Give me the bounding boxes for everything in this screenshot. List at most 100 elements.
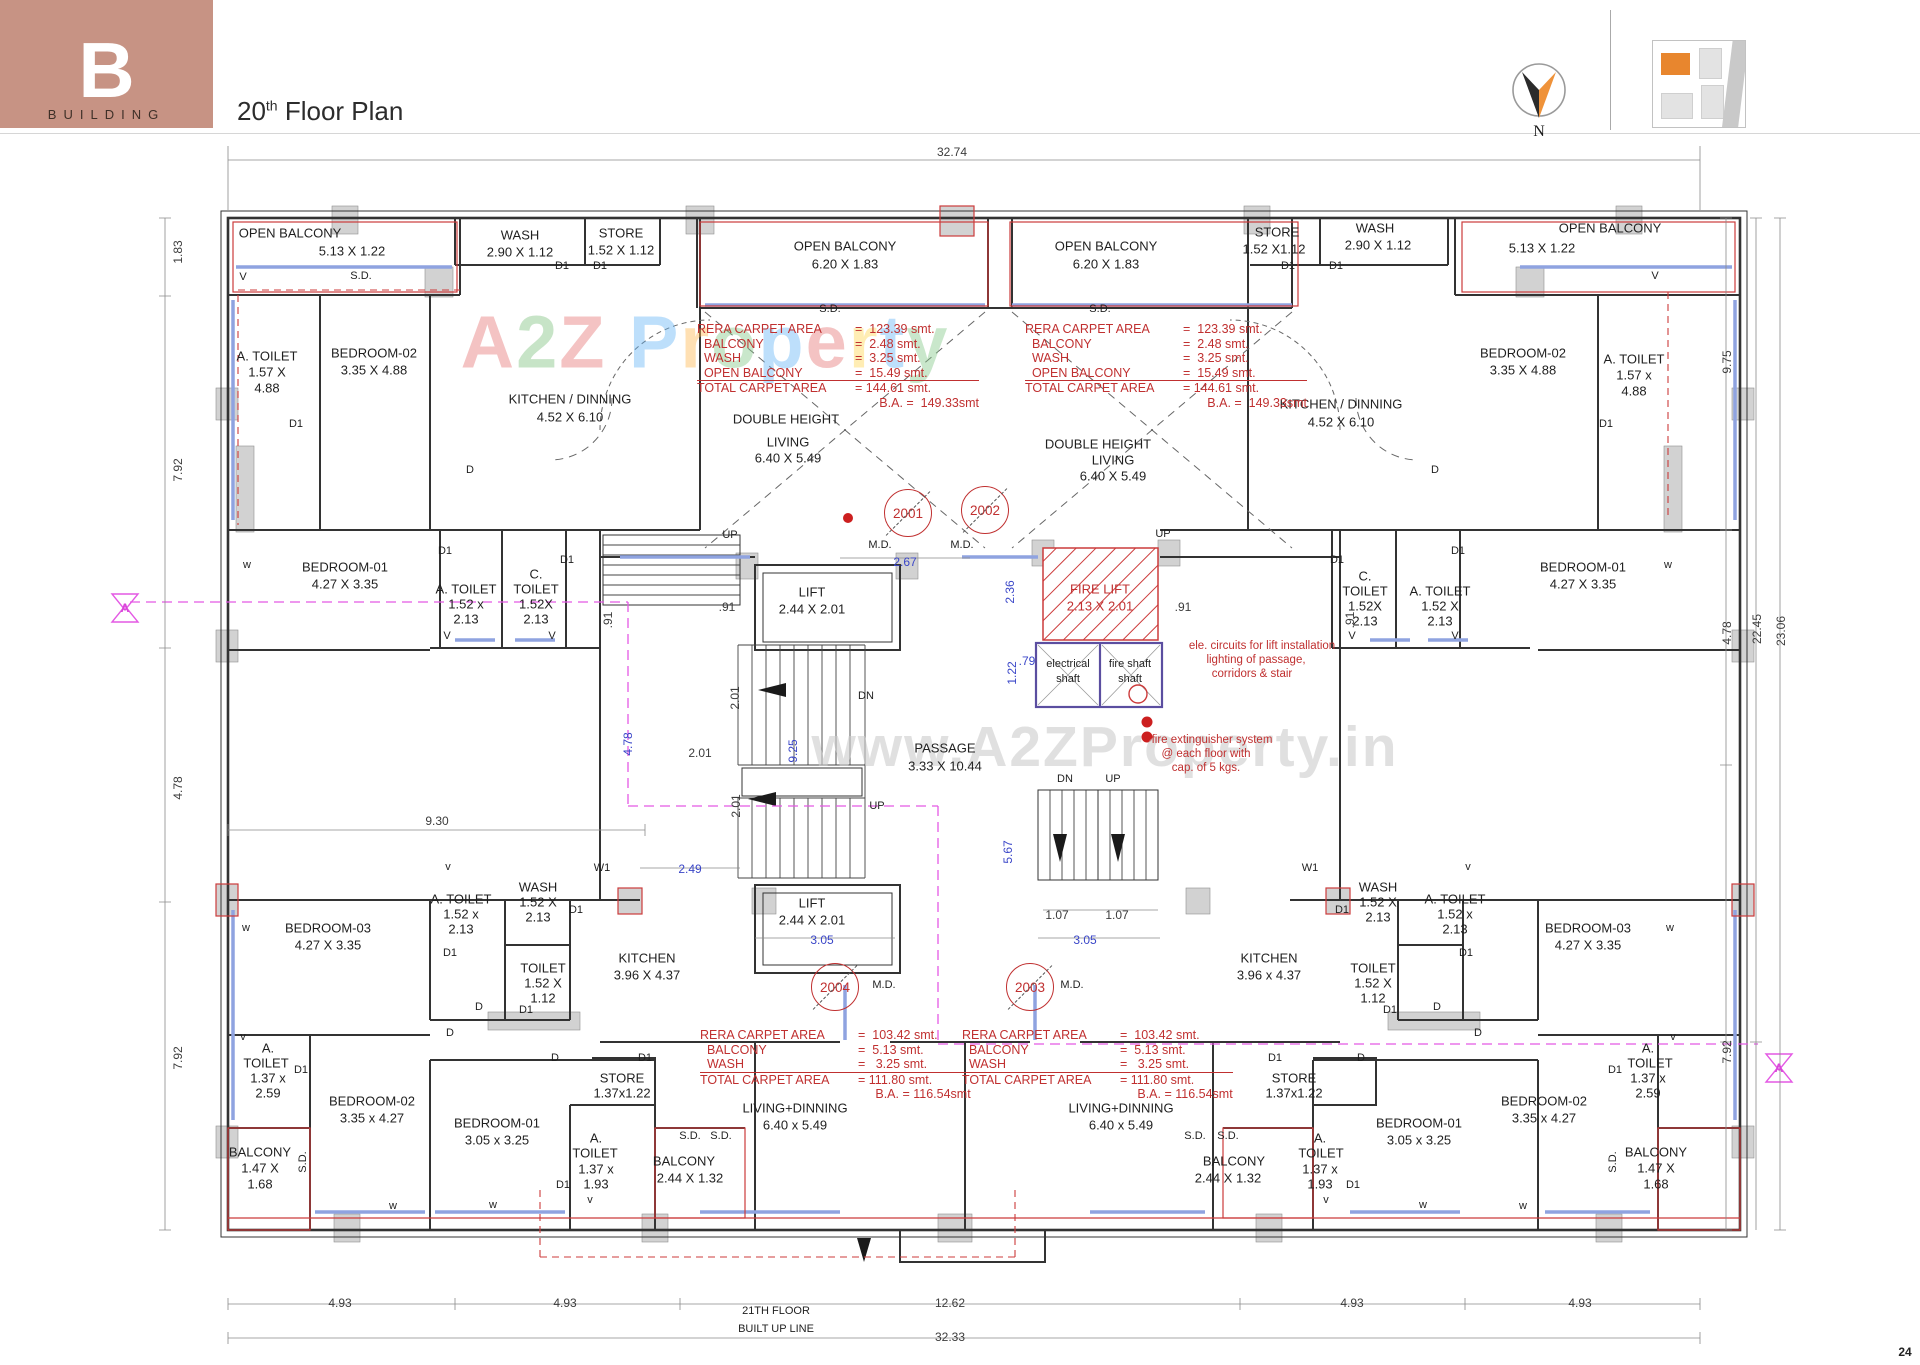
plan-label: V (1651, 270, 1659, 282)
plan-label: 4.78 (171, 776, 185, 800)
plan-label: v (1670, 1031, 1676, 1043)
plan-label: 3.96 x 4.37 (1236, 967, 1302, 983)
plan-label: 1.68 (247, 1176, 273, 1192)
plan-label: D1 (1329, 554, 1345, 566)
plan-label: 1.37 x (578, 1161, 614, 1177)
plan-label: 1.93 (1307, 1176, 1333, 1192)
plan-label: LIVING (766, 434, 810, 450)
plan-label: 2.59 (1635, 1085, 1661, 1101)
building-letter: B (78, 26, 135, 114)
plan-label: 2.44 X 1.32 (1194, 1170, 1262, 1186)
plan-label: w (242, 922, 250, 934)
plan-label: w (489, 1199, 497, 1211)
plan-label: V (1348, 630, 1356, 642)
section-markers (110, 593, 1794, 1083)
shaft-cross (1037, 644, 1161, 706)
plan-label: w (243, 559, 251, 571)
plan-label: D1 (1450, 545, 1466, 557)
plan-label: w (1664, 559, 1672, 571)
plan-label: 1.47 X (1637, 1160, 1675, 1176)
plan-label: 2.90 X 1.12 (486, 244, 554, 260)
plan-label: 2.13 (448, 921, 474, 937)
plan-label: S.D. (350, 270, 372, 282)
unit-number-2004: 2004 (811, 963, 859, 1011)
plan-label: 2.44 X 1.32 (656, 1170, 724, 1186)
plan-label: D1 (293, 1064, 309, 1076)
plan-label: D1 (1458, 947, 1474, 959)
plan-label: BEDROOM-02 (1480, 345, 1566, 361)
plan-label: 1.07 (1045, 908, 1069, 922)
plan-label: 3.35 x 4.27 (339, 1110, 405, 1126)
building-logo: B BUILDING (0, 0, 213, 128)
plan-label: D1 (1598, 418, 1614, 430)
plan-label: 1.57 x (1616, 367, 1652, 383)
north-arrow-icon: N (1512, 63, 1566, 140)
plan-label: TOILET (1627, 1055, 1673, 1071)
plan-label: 7.92 (171, 1046, 185, 1070)
plan-label: 1.37 x (1302, 1161, 1338, 1177)
plan-label: V (548, 630, 556, 642)
plan-label: 9.30 (425, 814, 449, 828)
plan-label: D1 (442, 947, 458, 959)
plan-label: 1.68 (1643, 1176, 1669, 1192)
plan-label: BEDROOM-03 (1545, 920, 1631, 936)
plan-label: @ each floor with (1161, 748, 1251, 760)
plan-label: KITCHEN / DINNING (1279, 396, 1403, 412)
plan-label: W1 (593, 862, 611, 874)
plan-label: 5.13 X 1.22 (1508, 240, 1576, 256)
plan-label: 1.37 x (250, 1070, 286, 1086)
key-plan-road (1720, 41, 1745, 127)
plan-label: OPEN BALCONY (238, 225, 342, 241)
plan-label: electrical (1046, 658, 1090, 670)
plan-label: V (443, 630, 451, 642)
plan-label: 1.07 (1105, 908, 1129, 922)
plan-label: S.D. (1184, 1130, 1206, 1142)
plan-label: 23.06 (1774, 615, 1788, 647)
rera-area-block: RERA CARPET AREA= 103.42 smt. BALCONY= 5… (700, 1028, 971, 1102)
plan-label: fire extinguisher system (1151, 734, 1273, 746)
plan-label: 2.01 (729, 794, 743, 818)
plan-label: BEDROOM-02 (331, 345, 417, 361)
plan-label: BEDROOM-01 (1376, 1115, 1462, 1131)
plan-label: 2.44 X 2.01 (778, 912, 846, 928)
plan-label: LIFT (798, 895, 826, 911)
plan-label: .91 (601, 611, 615, 629)
plan-label: A. (261, 1040, 275, 1056)
plan-label: M.D. (950, 539, 974, 551)
plan-label: A. TOILET (1409, 583, 1471, 599)
rera-area-block: RERA CARPET AREA= 123.39 smt. BALCONY= 2… (1025, 322, 1308, 410)
plan-label: 2.13 X 2.01 (1066, 598, 1134, 614)
plan-label: A. TOILET (430, 891, 492, 907)
plan-label: D1 (1345, 1179, 1361, 1191)
key-plan-building (1661, 93, 1693, 119)
plan-label: 1.52 x (448, 596, 484, 612)
plan-label: 32.74 (936, 145, 968, 159)
plan-label: BEDROOM-02 (1501, 1093, 1587, 1109)
plan-label: 4.93 (553, 1296, 577, 1310)
plan-label: V (1451, 630, 1459, 642)
plan-label: 4.88 (1621, 383, 1647, 399)
plan-label: 1.52 x (1437, 906, 1473, 922)
plan-label: 2.90 X 1.12 (1344, 237, 1412, 253)
plan-label: OPEN BALCONY (1054, 238, 1158, 254)
plan-label: 1.37x1.22 (593, 1085, 651, 1101)
plan-label: 4.27 X 3.35 (1554, 937, 1622, 953)
plan-label: 1.93 (583, 1176, 609, 1192)
plan-label: 1.47 X (241, 1160, 279, 1176)
plan-label: 6.40 X 5.49 (754, 450, 822, 466)
building-word: BUILDING (47, 107, 166, 122)
red-dashed (237, 289, 1669, 1258)
plan-label: corridors & stair (1211, 668, 1293, 680)
double-height-dashes (549, 311, 1419, 549)
plan-label: 1.52X (1348, 598, 1382, 614)
plan-label: 6.20 X 1.83 (811, 256, 879, 272)
plan-label: 5.67 (1001, 840, 1015, 864)
plan-label: STORE (1254, 224, 1300, 240)
plan-label: 3.05 x 3.25 (1386, 1132, 1452, 1148)
plan-label: w (1519, 1200, 1527, 1212)
plan-label: LIVING (1091, 452, 1135, 468)
plan-label: 2.59 (255, 1085, 281, 1101)
plan-label: DN (858, 690, 874, 702)
plan-label: S.D. (679, 1130, 701, 1142)
